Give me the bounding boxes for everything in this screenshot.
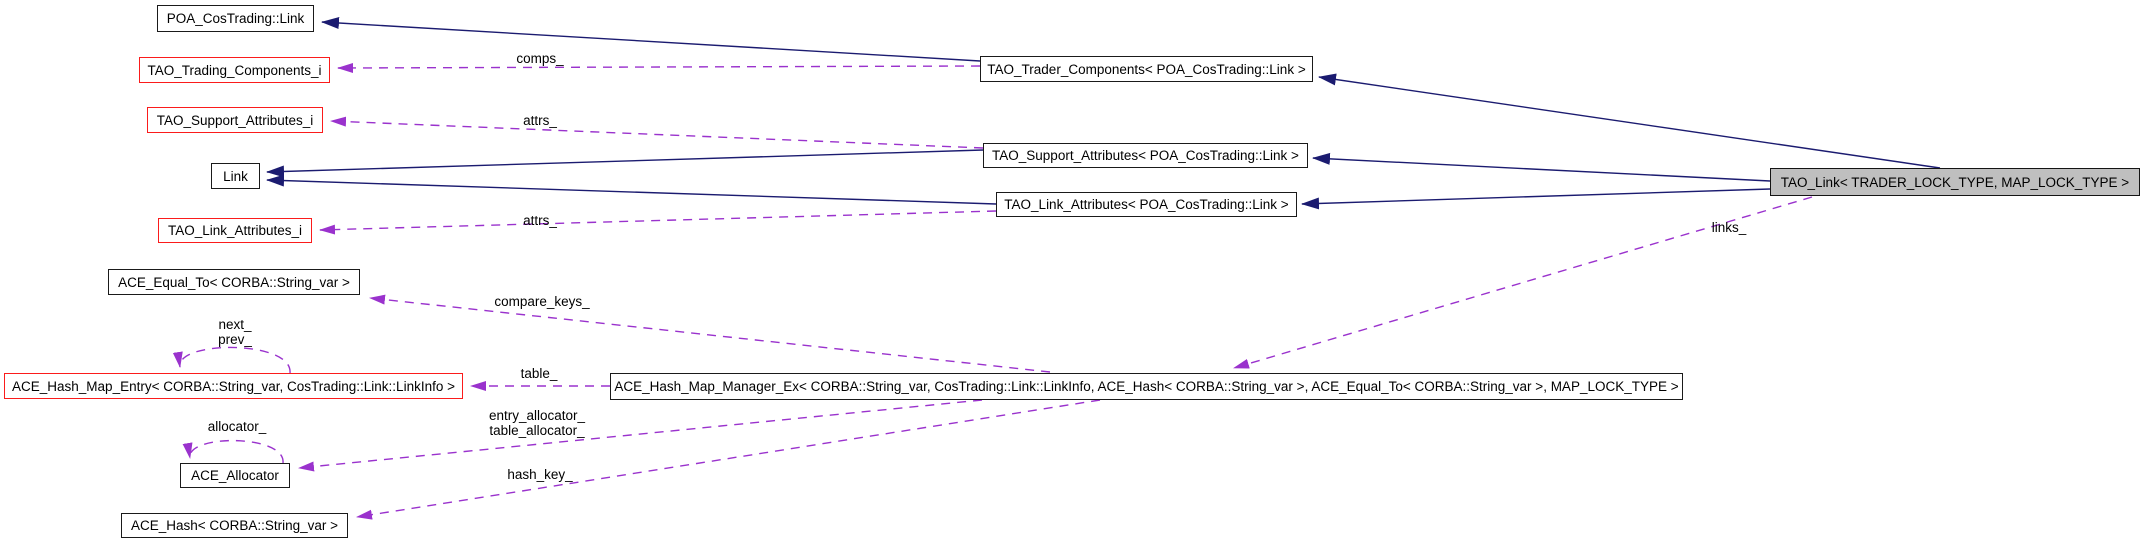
node-tao-trading-components-i[interactable]: TAO_Trading_Components_i: [139, 57, 330, 83]
edge-label-compare-keys: compare_keys_: [494, 294, 590, 309]
edge-label-allocator: allocator_: [207, 419, 267, 434]
edge-support-attributes-to-link: [266, 149, 984, 178]
edge-label-attrs-link: attrs_: [523, 213, 557, 228]
edge-label-hash-key: hash_key_: [507, 467, 573, 482]
edge-comps: [337, 62, 981, 73]
edge-tao-link-to-support-attributes: [1312, 152, 1771, 182]
inheritance-edges: [266, 17, 1941, 210]
edge-links: [1233, 196, 1813, 369]
edge-tao-link-to-link-attributes: [1301, 188, 1771, 210]
edge-hash-key: [356, 399, 1101, 520]
usage-edges: [172, 62, 1813, 520]
edge-label-table: table_: [520, 366, 558, 381]
node-ace-hash-map-entry[interactable]: ACE_Hash_Map_Entry< CORBA::String_var, C…: [4, 373, 463, 399]
edge-next-prev-self-loop: [172, 346, 291, 374]
edge-link-attributes-to-link: [266, 174, 997, 205]
edge-allocator-self-loop: [182, 439, 284, 464]
edge-tao-link-to-trader-components: [1318, 73, 1941, 169]
edge-label-next: next_: [218, 317, 252, 332]
node-tao-support-attributes-i[interactable]: TAO_Support_Attributes_i: [147, 107, 323, 133]
edge-entry-table-allocator: [298, 399, 983, 472]
edge-label-next-prev: next_ prev_: [218, 317, 252, 347]
edge-label-entry-allocator: entry_allocator_: [488, 408, 586, 423]
node-poa-costrading-link[interactable]: POA_CosTrading::Link: [157, 5, 314, 32]
edge-label-prev: prev_: [218, 331, 252, 347]
edge-label-comps: comps_: [516, 51, 564, 66]
edge-label-links: links_: [1711, 220, 1747, 235]
edge-compare-keys: [369, 294, 1051, 373]
node-tao-link-attributes[interactable]: TAO_Link_Attributes< POA_CosTrading::Lin…: [996, 192, 1297, 217]
edge-label-attrs-support: attrs_: [523, 113, 557, 128]
node-ace-hash[interactable]: ACE_Hash< CORBA::String_var >: [121, 513, 348, 538]
edge-attrs-link: [319, 210, 997, 235]
node-tao-support-attributes[interactable]: TAO_Support_Attributes< POA_CosTrading::…: [983, 143, 1308, 168]
edge-label-entry-table-allocator: entry_allocator_ table_allocator_: [488, 408, 586, 438]
edge-label-table-allocator: table_allocator_: [489, 422, 585, 438]
node-link[interactable]: Link: [211, 163, 260, 189]
edge-attrs-support: [330, 116, 984, 149]
node-tao-trader-components[interactable]: TAO_Trader_Components< POA_CosTrading::L…: [980, 56, 1313, 82]
node-ace-allocator[interactable]: ACE_Allocator: [180, 463, 290, 488]
node-ace-equal-to[interactable]: ACE_Equal_To< CORBA::String_var >: [108, 269, 360, 295]
node-tao-link-attributes-i[interactable]: TAO_Link_Attributes_i: [158, 218, 312, 243]
edge-trader-components-to-poa-costrading-link: [321, 17, 981, 62]
node-ace-hash-map-manager-ex[interactable]: ACE_Hash_Map_Manager_Ex< CORBA::String_v…: [610, 373, 1683, 400]
node-tao-link-focus: TAO_Link< TRADER_LOCK_TYPE, MAP_LOCK_TYP…: [1770, 168, 2140, 196]
